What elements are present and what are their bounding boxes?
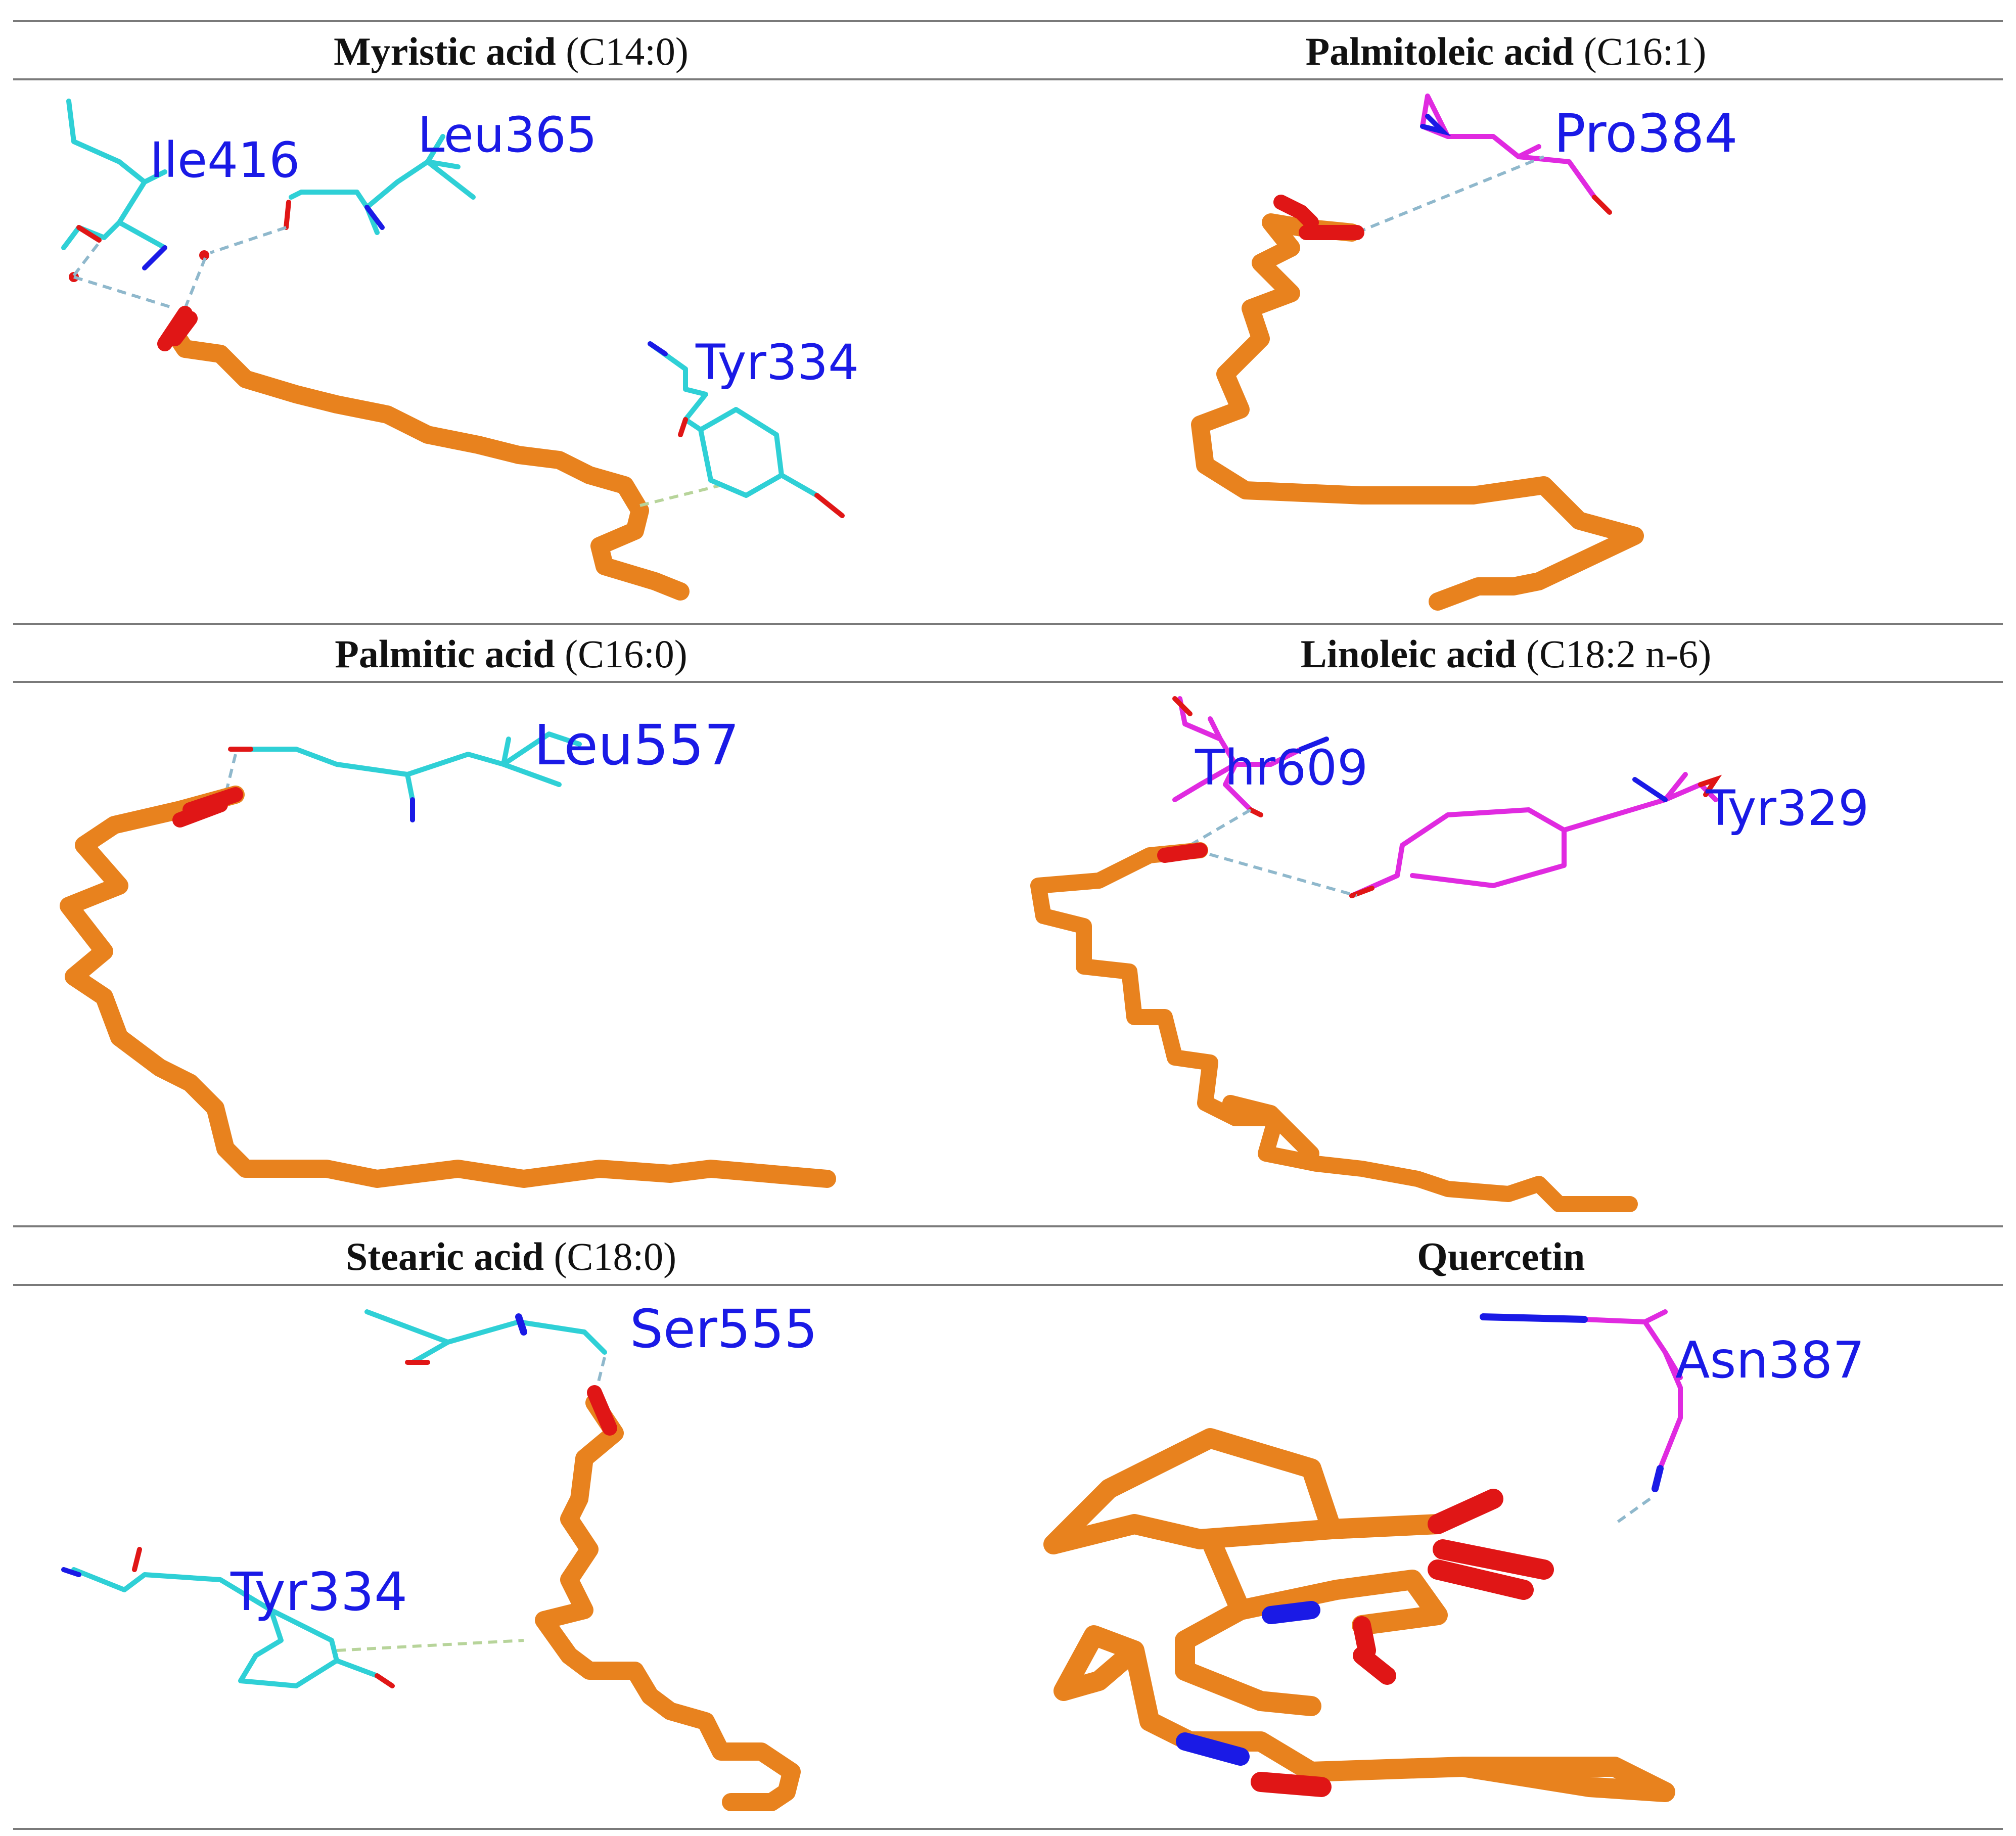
header-palmitic-acid: Palmitic acid (C16:0) [13,626,1009,682]
docking-svg: Asn387 [1043,1309,1865,1802]
carboxyl-oxygens [587,1385,617,1436]
ligand-palmitic-acid [60,786,836,1188]
nitrogen-atoms [515,1313,527,1336]
carboxyl-oxygens [157,306,198,351]
ligand-quercetin [1043,1428,1675,1802]
residue-label-asn387: Asn387 [1675,1330,1865,1390]
h-bond [1614,1497,1651,1526]
ligand-myristic-acid [166,325,690,601]
residue-tyr334-sticks [648,341,819,498]
table-rule [13,1284,2003,1286]
residue-ser555-sticks [364,1309,607,1365]
docking-svg: Ile416 Leu365 Tyr334 [61,99,859,601]
residue-leu557-sticks [238,731,582,802]
nitrogen-atoms [142,205,385,270]
docking-image-palmitoleic-acid: Pro384 [1008,81,2004,621]
docking-svg: Pro384 [1191,94,1738,611]
h-bond [1189,808,1357,897]
table-rule-top [13,20,2003,22]
docking-image-linoleic-acid: Thr609 Tyr329 [1008,683,2004,1223]
ligand-palmitoleic-acid [1191,213,1644,611]
nitrogen-atoms [61,1567,81,1577]
carboxyl-oxygens [1157,843,1208,863]
docking-svg: Ser555 Tyr334 [61,1298,817,1811]
docking-image-palmitic-acid: Leu557 [13,683,1009,1223]
compound-formula: (C18:0) [554,1234,677,1278]
residue-label-leu557: Leu557 [534,713,740,777]
nitrogen-atoms [648,341,668,356]
residue-label-tyr329: Tyr329 [1705,780,1869,837]
carboxyl-oxygens [172,787,243,828]
ligand-linoleic-acid [1030,842,1638,1212]
residue-tyr334-sticks [71,1567,380,1688]
oxygen-atoms [1172,696,1722,898]
docking-svg: Thr609 Tyr329 [1030,696,1869,1212]
table-rule [13,681,2003,683]
nitrogen-atoms [1420,114,1451,136]
compound-name: Palmitoleic acid [1305,29,1574,73]
header-quercetin: Quercetin [1008,1228,2004,1285]
compound-formula: (C14:0) [566,29,689,73]
residue-label-ile416: Ile416 [150,132,300,189]
docking-image-stearic-acid: Ser555 Tyr334 [13,1287,1009,1826]
compound-name: Stearic acid [345,1234,544,1278]
nitrogen-atoms [1480,1313,1664,1492]
docking-svg: Leu557 [60,713,836,1188]
ligand-stearic-acid [535,1394,801,1811]
header-linoleic-acid: Linoleic acid (C18:2 n-6) [1008,626,2004,682]
oxygen-atoms [132,1547,395,1688]
header-palmitoleic-acid: Palmitoleic acid (C16:1) [1008,23,2004,80]
h-bond [1356,155,1545,234]
compound-formula: (C18:2 n-6) [1526,632,1712,676]
pi-interaction [639,484,721,507]
residue-label-thr609: Thr609 [1195,740,1368,796]
compound-formula: (C16:1) [1583,29,1707,73]
header-myristic-acid: Myristic acid (C14:0) [13,23,1009,80]
pi-interaction [336,1639,524,1652]
carboxyl-oxygens [1273,195,1364,240]
table-rule [13,1225,2003,1227]
residue-label-ser555: Ser555 [630,1298,817,1360]
residue-label-tyr334: Tyr334 [695,334,859,391]
table-rule [13,623,2003,625]
water-oxygen [199,250,209,260]
oxygen-atoms [76,200,291,243]
residue-thr609-sticks [1172,696,1304,812]
oxygen-atoms [678,417,845,518]
docking-image-myristic-acid: Ile416 Leu365 Tyr334 [13,81,1009,621]
h-bond [72,226,287,310]
compound-name: Palmitic acid [335,632,555,676]
compound-name: Myristic acid [334,29,556,73]
table-rule-bottom [13,1828,2003,1830]
header-stearic-acid: Stearic acid (C18:0) [13,1228,1009,1285]
nitrogen-atoms [1299,737,1668,802]
residue-label-leu365: Leu365 [418,107,597,163]
table-rule [13,78,2003,80]
docking-image-quercetin: Asn387 [1008,1287,2004,1826]
residue-label-tyr334: Tyr334 [230,1561,407,1623]
residue-tyr329-sticks [1349,772,1718,898]
residue-label-pro384: Pro384 [1554,103,1738,164]
compound-formula: (C16:0) [565,632,688,676]
compound-name: Quercetin [1417,1234,1585,1278]
compound-name: Linoleic acid [1300,632,1517,676]
oxygen-atoms [1592,195,1612,215]
residue-asn387-sticks [1582,1309,1683,1471]
